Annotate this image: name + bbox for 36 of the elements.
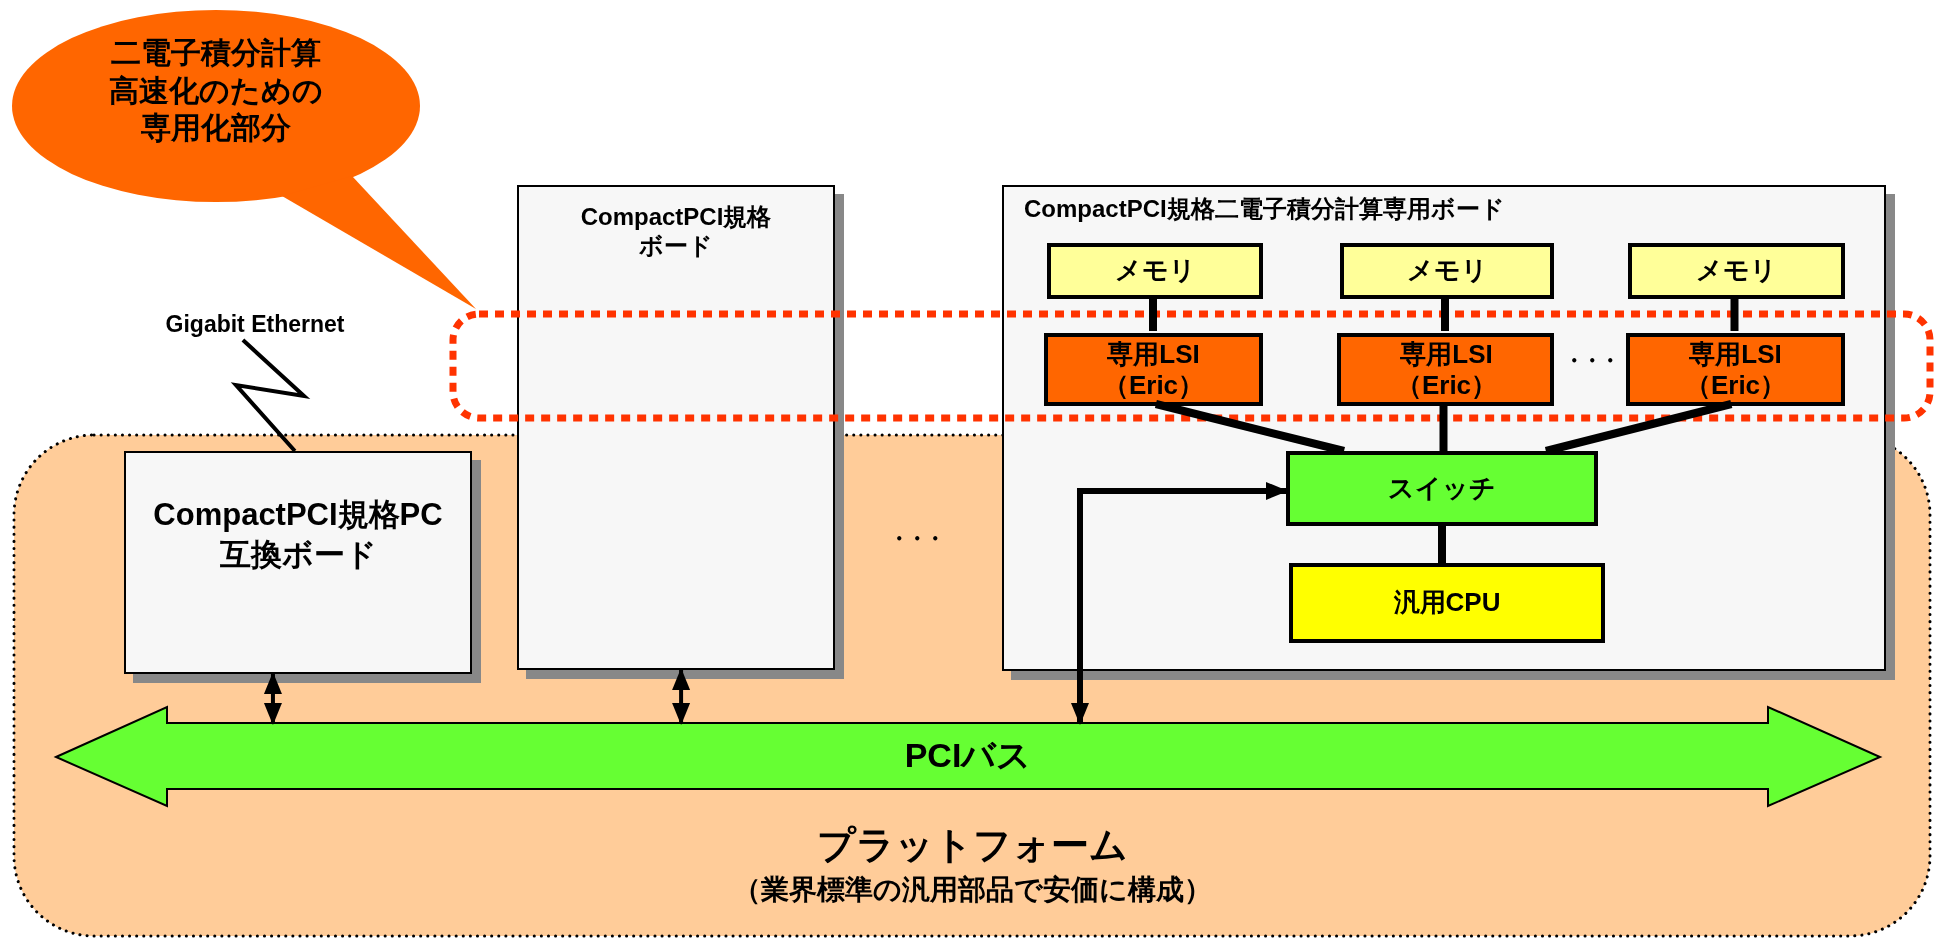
connector-line	[1439, 404, 1448, 451]
memory-box	[1047, 243, 1263, 299]
connector-line	[1441, 297, 1449, 331]
bus-arrow	[56, 707, 1880, 806]
switch-label: スイッチ	[1387, 473, 1497, 505]
network-link-line	[230, 338, 311, 453]
arrow	[263, 672, 282, 726]
board-heading: CompactPCI規格二電子積分計算専用ボード	[1024, 195, 1505, 224]
connector-line	[1730, 297, 1739, 331]
lsi-chip-box	[1626, 333, 1845, 406]
platform-label: プラットフォーム	[815, 823, 1129, 868]
bus-label: PCIバス	[903, 735, 1033, 776]
memory-box	[1628, 243, 1845, 299]
ellipsis-mark: ・・・	[1562, 348, 1618, 375]
lsi-label: 専用LSI（Eric）	[1394, 339, 1499, 402]
arrow	[672, 668, 691, 726]
memory-label: メモリ	[1113, 255, 1197, 287]
platform-label: （業界標準の汎用部品で安価に構成）	[731, 873, 1213, 907]
switch-box	[1286, 451, 1598, 526]
callout-text: 二電子積分計算高速化のための専用化部分	[108, 35, 324, 146]
ellipsis-mark: ・・・	[887, 526, 943, 553]
memory-box	[1340, 243, 1554, 299]
lsi-label: 専用LSI（Eric）	[1101, 339, 1206, 402]
cpu-label: 汎用CPU	[1392, 587, 1502, 619]
lsi-chip-box	[1044, 333, 1263, 406]
connector-line	[1149, 297, 1157, 331]
memory-label: メモリ	[1695, 255, 1778, 287]
lsi-chip-box	[1337, 333, 1554, 406]
board-label: CompactPCI規格PC互換ボード	[152, 496, 444, 575]
memory-label: メモリ	[1405, 255, 1489, 287]
board-label: CompactPCI規格ボード	[579, 203, 773, 261]
arrow	[1071, 482, 1288, 726]
lsi-label: 専用LSI（Eric）	[1683, 339, 1788, 402]
connector-line	[1438, 526, 1446, 563]
network-label: Gigabit Ethernet	[100, 308, 410, 340]
cpu-box	[1289, 563, 1605, 643]
